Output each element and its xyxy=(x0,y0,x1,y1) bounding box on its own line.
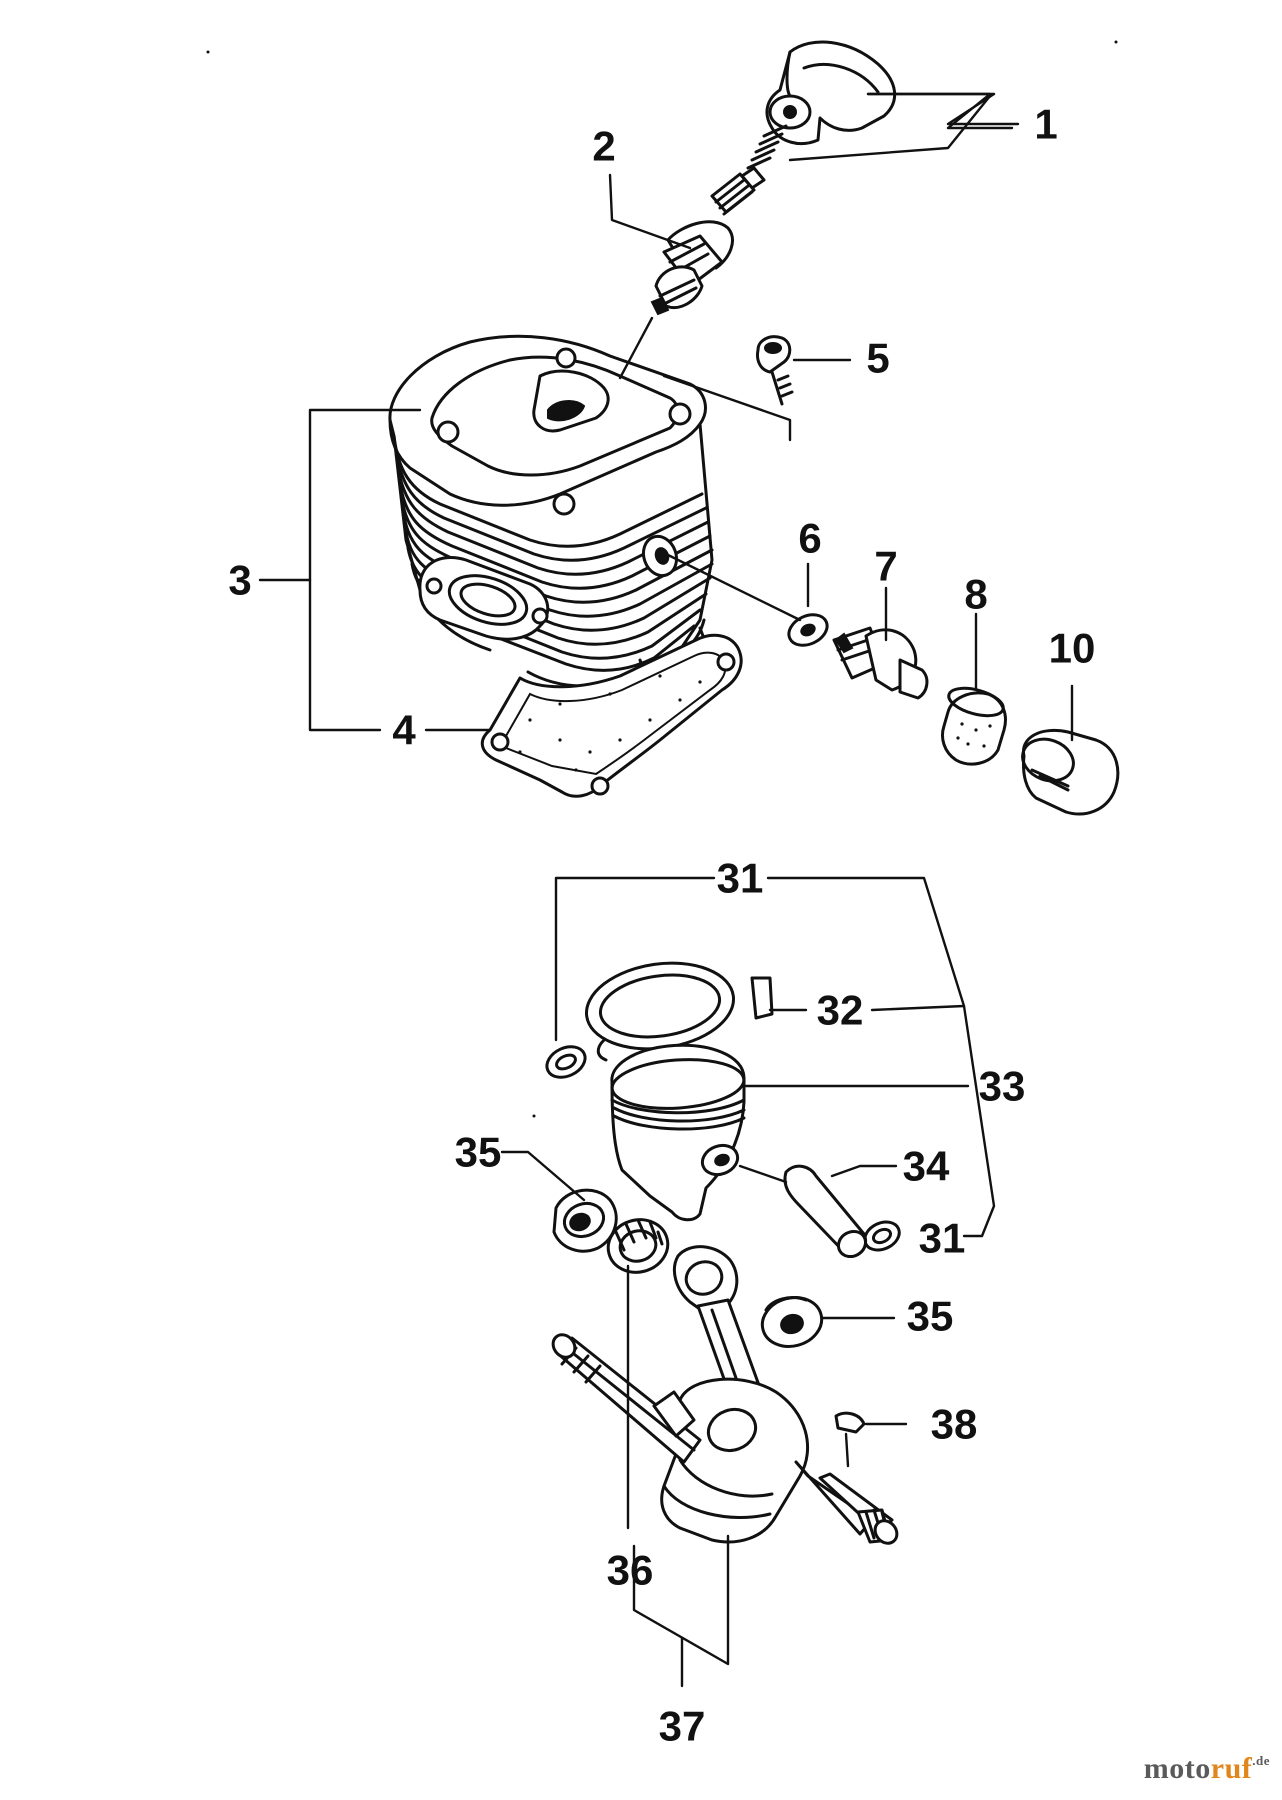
part-7-valve xyxy=(832,626,929,700)
leader-lines xyxy=(258,92,1074,1688)
callout-34: 34 xyxy=(903,1143,950,1190)
part-10-cap xyxy=(1021,729,1120,816)
callout-6: 6 xyxy=(798,515,821,562)
part-36-needle-bearing xyxy=(606,1218,670,1274)
part-2-spark-plug xyxy=(650,166,766,316)
callout-numbers: 1 2 3 4 5 6 7 8 10 31 31 32 33 34 35 35 … xyxy=(228,101,1095,1750)
callout-35-left: 35 xyxy=(455,1129,502,1176)
callout-37: 37 xyxy=(659,1703,706,1750)
callout-5: 5 xyxy=(866,335,889,382)
part-35-bearing-right xyxy=(760,1296,824,1348)
watermark-suffix: .de xyxy=(1252,1753,1270,1768)
part-38-key xyxy=(834,1411,866,1434)
part-1-spring xyxy=(746,124,788,170)
callout-3: 3 xyxy=(228,557,251,604)
callout-31-top: 31 xyxy=(717,855,764,902)
callout-32: 32 xyxy=(817,987,864,1034)
part-31-circlip-right xyxy=(863,1220,901,1252)
part-4-gasket xyxy=(480,633,743,798)
part-33-piston xyxy=(610,1043,746,1222)
watermark-text-1: moto xyxy=(1143,1752,1211,1785)
part-3-cylinder xyxy=(388,334,714,692)
callout-2: 2 xyxy=(592,123,615,170)
callout-1: 1 xyxy=(1034,101,1057,148)
callout-35-right: 35 xyxy=(907,1293,954,1340)
callout-38: 38 xyxy=(931,1401,978,1448)
callout-8: 8 xyxy=(964,571,987,618)
watermark-text-2: ruf xyxy=(1210,1752,1253,1785)
watermark-logo: motoruf.de xyxy=(1144,1752,1270,1786)
part-37-crankshaft xyxy=(551,1245,899,1545)
part-8-filter xyxy=(941,686,1007,766)
callout-33: 33 xyxy=(979,1063,1026,1110)
part-1-plug-cap xyxy=(765,40,897,145)
callout-36: 36 xyxy=(607,1547,654,1594)
part-34-piston-pin xyxy=(783,1164,868,1259)
part-5-screw xyxy=(756,335,794,406)
callout-31-right: 31 xyxy=(919,1215,966,1262)
callout-4: 4 xyxy=(392,707,416,754)
part-31-circlip-left xyxy=(545,1045,587,1079)
part-35-bearing-left xyxy=(552,1188,618,1253)
part-6-washer xyxy=(787,613,829,647)
callout-7: 7 xyxy=(874,543,897,590)
callout-10: 10 xyxy=(1049,625,1096,672)
part-32-piston-ring xyxy=(584,961,774,1062)
